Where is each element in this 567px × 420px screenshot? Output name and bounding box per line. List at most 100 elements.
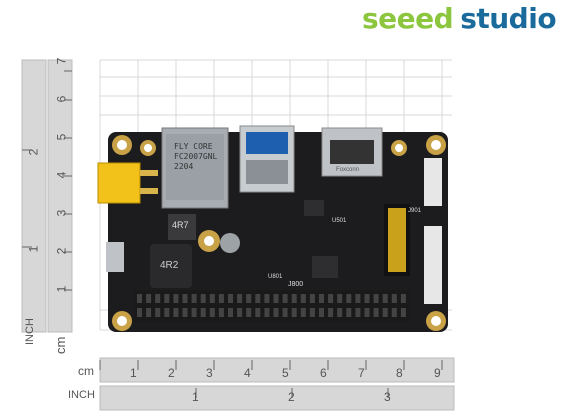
gpio-pin: [282, 308, 288, 317]
mounting-holes: [112, 135, 446, 331]
gpio-pin: [337, 308, 343, 317]
gpio-pin: [246, 308, 252, 317]
gpio-pin: [228, 308, 233, 317]
gpio-pin: [273, 308, 279, 317]
u501-label: U501: [332, 218, 347, 224]
gpio-pin: [173, 294, 179, 303]
gpio-pin: [373, 308, 379, 317]
rj45-line1: FLY CORE: [174, 142, 213, 151]
gpio-pin: [282, 294, 288, 303]
fpc-connector-bottom: [424, 226, 442, 304]
gpio-pin: [164, 308, 170, 317]
vertical-cm-ruler: [47, 59, 73, 333]
gpio-pin: [237, 294, 243, 303]
connector-label: J800: [288, 281, 304, 288]
gpio-pin: [337, 294, 343, 303]
gpio-pin: [237, 308, 243, 317]
gpio-pin: [137, 294, 142, 303]
gpio-pin: [382, 294, 388, 303]
vertical-cm-tick: 3: [54, 209, 69, 217]
soc-chip: [312, 256, 338, 278]
gpio-pin: [309, 294, 315, 303]
gpio-pin: [255, 308, 261, 317]
gpio-pin: [355, 308, 361, 317]
inductor-small: [168, 214, 196, 240]
gpio-pin: [355, 294, 361, 303]
gpio-pin: [191, 308, 197, 317]
vertical-inch-unit: INCH: [24, 318, 36, 345]
gpio-pin: [391, 308, 397, 317]
horizontal-cm-tick: 4: [244, 366, 251, 380]
gpio-pin: [137, 308, 142, 317]
gpio-pin: [228, 294, 233, 303]
gpio-pin: [291, 308, 297, 317]
vertical-cm-unit: cm: [53, 336, 68, 354]
horizontal-cm-tick: 8: [396, 366, 403, 380]
micro-usb-port: [106, 242, 124, 272]
gpio-pin: [173, 308, 179, 317]
horizontal-inch-tick: 3: [384, 390, 391, 404]
gpio-pin: [182, 294, 188, 303]
gpio-pin: [328, 308, 334, 317]
horizontal-inch-unit: INCH: [68, 389, 95, 401]
vertical-cm-tick: 1: [54, 285, 69, 293]
rj45-line2: FC2007GNL: [174, 152, 218, 161]
inductor-big: [150, 244, 192, 288]
gpio-pin: [182, 308, 188, 317]
gpio-pin: [209, 294, 215, 303]
horizontal-cm-tick: 2: [168, 366, 175, 380]
gpio-pin: [155, 294, 161, 303]
inductor-big-label: 4R2: [160, 260, 179, 271]
rj45-line3: 2204: [174, 162, 194, 171]
gpio-pin: [382, 308, 388, 317]
gpio-pin: [319, 294, 324, 303]
j901-label: J901: [408, 208, 422, 214]
vertical-inch-ruler: [21, 59, 47, 333]
gpio-pin: [164, 294, 170, 303]
gpio-pin: [264, 294, 270, 303]
horizontal-cm-tick: 5: [282, 366, 289, 380]
gpio-pin: [328, 294, 334, 303]
gpio-pin: [300, 308, 306, 317]
horizontal-inch-tick: 1: [192, 390, 199, 404]
vertical-inch-tick: 1: [26, 245, 41, 253]
gpio-pin: [200, 308, 206, 317]
gpio-pin: [364, 294, 370, 303]
gpio-pin: [291, 294, 297, 303]
gpio-pin: [264, 308, 270, 317]
gpio-header: [134, 290, 410, 322]
gpio-pin: [319, 308, 324, 317]
gpio-pin: [300, 294, 306, 303]
gpio-pin: [218, 308, 224, 317]
vertical-cm-tick: 6: [54, 95, 69, 103]
horizontal-cm-tick: 9: [434, 366, 441, 380]
horizontal-cm-tick: 3: [206, 366, 213, 380]
logo-part-studio: studio: [460, 2, 557, 35]
logo-part-seeed: seeed: [362, 2, 454, 35]
power-connector: [97, 162, 141, 204]
horizontal-cm-ruler: [99, 357, 455, 383]
gpio-pin: [191, 294, 197, 303]
gpio-pin: [400, 308, 406, 317]
fpc-connector-top: [424, 158, 442, 206]
ic-chip: [304, 200, 324, 216]
vertical-cm-tick: 2: [54, 247, 69, 255]
gpio-pin: [373, 294, 379, 303]
horizontal-inch-tick: 2: [288, 390, 295, 404]
gpio-pin: [346, 294, 352, 303]
horizontal-cm-tick: 1: [130, 366, 137, 380]
gpio-pin: [246, 294, 252, 303]
horizontal-cm-tick: 7: [358, 366, 365, 380]
horizontal-cm-unit: cm: [78, 364, 94, 378]
gpio-pin: [155, 308, 161, 317]
gpio-pin: [391, 294, 397, 303]
vertical-cm-tick: 7: [54, 57, 69, 65]
gpio-pin: [200, 294, 206, 303]
inductor-small-label: 4R7: [172, 220, 189, 230]
gpio-pin: [209, 308, 215, 317]
horizontal-cm-tick: 6: [320, 366, 327, 380]
vertical-cm-tick: 4: [54, 171, 69, 179]
gpio-pin: [273, 294, 279, 303]
